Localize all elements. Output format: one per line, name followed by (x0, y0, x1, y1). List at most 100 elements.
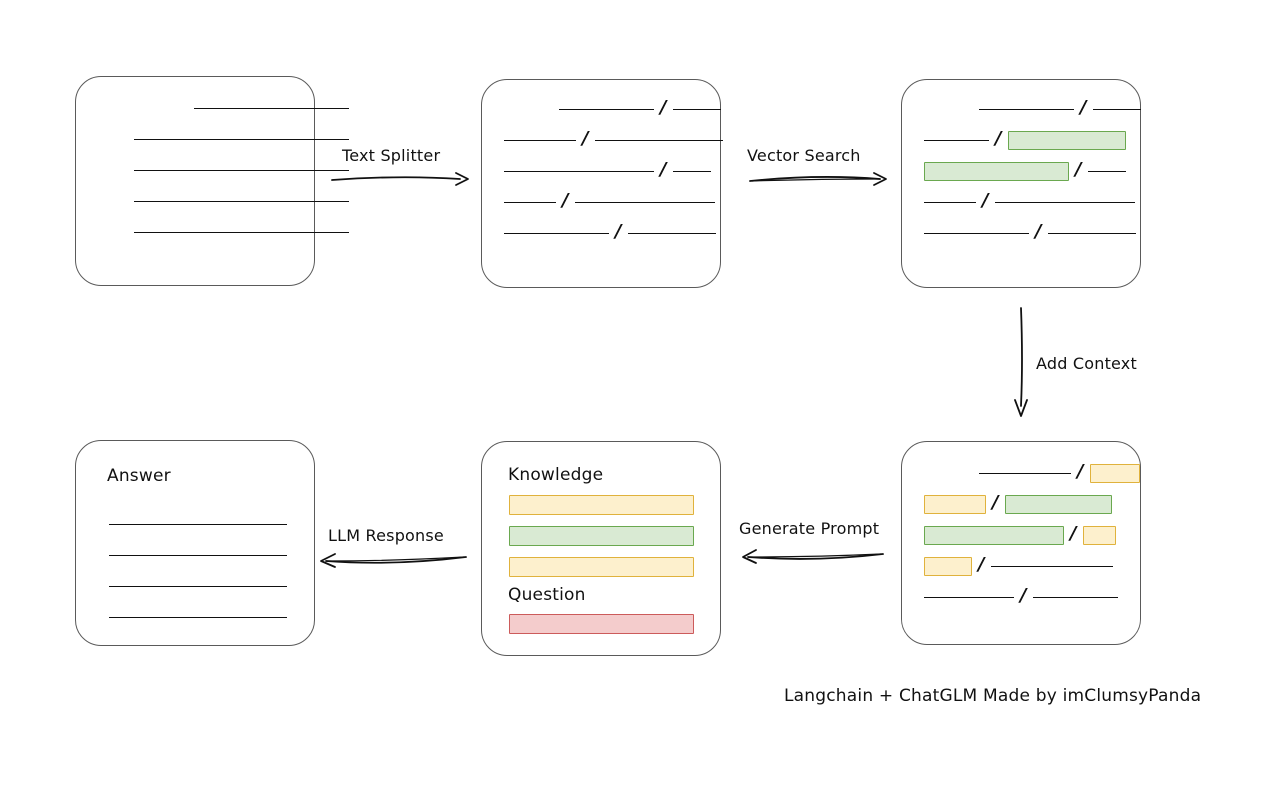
text-line-segment (594, 139, 723, 141)
chunk-separator-slash: / (978, 554, 985, 575)
knowledge-bar-2 (509, 526, 694, 546)
footer-caption: Langchain + ChatGLM Made by imClumsyPand… (784, 686, 1202, 706)
text-line: / (924, 585, 1118, 606)
arrow-llm-response (320, 553, 467, 568)
text-line: / (979, 461, 1140, 483)
highlighted-chunk-green (924, 161, 1069, 181)
text-line (134, 192, 349, 210)
text-line: / (504, 159, 711, 180)
arrow-label-llm-response: LLM Response (328, 526, 444, 545)
text-line: / (924, 492, 1112, 514)
text-line (109, 546, 287, 564)
chunk-separator-slash: / (1080, 97, 1087, 118)
question-bar-1 (509, 614, 694, 634)
text-line-segment (979, 472, 1071, 474)
knowledge-bar-1 (509, 495, 694, 515)
knowledge-heading: Knowledge (508, 465, 604, 485)
text-line (134, 223, 349, 241)
chunk-separator-slash: / (582, 128, 589, 149)
text-line-segment (1092, 108, 1141, 110)
chunk-separator-slash: / (992, 492, 999, 513)
arrow-label-generate-prompt: Generate Prompt (739, 519, 880, 538)
card-vector-matches[interactable]: / / / / / (901, 79, 1141, 288)
text-line-segment (109, 585, 287, 587)
text-line-segment (627, 232, 716, 234)
text-line-segment (672, 170, 711, 172)
text-line-segment (994, 201, 1135, 203)
chunk-separator-slash: / (1075, 159, 1082, 180)
text-line-segment (559, 108, 654, 110)
text-line-segment (924, 232, 1029, 234)
document-lines-matches: / / / / / (902, 80, 1141, 287)
chunk-separator-slash: / (1077, 461, 1084, 482)
text-line-segment (109, 554, 287, 556)
card-context-chunks[interactable]: / / / / / (901, 441, 1141, 645)
text-line: / (924, 523, 1116, 545)
text-line-segment (504, 139, 576, 141)
text-line-segment (134, 231, 349, 233)
text-line: / (924, 159, 1126, 181)
text-line-segment (504, 170, 654, 172)
text-line-segment (109, 523, 287, 525)
chunk-separator-slash: / (982, 190, 989, 211)
answer-heading: Answer (107, 466, 171, 486)
highlighted-chunk-yellow (924, 556, 972, 576)
text-line: / (924, 190, 1135, 211)
text-line: / (504, 190, 715, 211)
text-line-segment (979, 108, 1074, 110)
document-lines-answer (76, 441, 314, 645)
text-line: / (924, 128, 1126, 150)
text-line-segment (504, 232, 609, 234)
highlighted-chunk-green (1007, 130, 1126, 150)
card-source-document[interactable] (75, 76, 349, 286)
text-line-segment (109, 616, 287, 618)
card-prompt[interactable]: Knowledge Question (481, 441, 721, 656)
highlighted-chunk-green (924, 525, 1064, 545)
text-line (109, 608, 287, 626)
card-split-chunks[interactable]: / / / / / (481, 79, 723, 288)
text-line-segment (134, 138, 349, 140)
arrow-generate-prompt (742, 549, 884, 564)
chunk-separator-slash: / (1035, 221, 1042, 242)
highlighted-chunk-yellow (924, 494, 986, 514)
chunk-separator-slash: / (615, 221, 622, 242)
card-answer[interactable]: Answer (75, 440, 315, 646)
arrow-vector-search (749, 172, 887, 186)
text-line-segment (672, 108, 721, 110)
text-line-segment (924, 139, 989, 141)
text-line (134, 161, 349, 179)
text-line-segment (924, 201, 976, 203)
text-line-segment (1047, 232, 1136, 234)
text-line-segment (134, 169, 349, 171)
document-lines-split: / / / / / (482, 80, 723, 287)
text-line (109, 515, 287, 533)
chunk-separator-slash: / (1020, 585, 1027, 606)
text-line (194, 99, 349, 117)
text-line (134, 130, 349, 148)
text-line: / (504, 128, 723, 149)
text-line-segment (1032, 596, 1118, 598)
chunk-separator-slash: / (660, 159, 667, 180)
text-line-segment (1087, 170, 1126, 172)
text-line: / (559, 99, 721, 118)
text-line-segment (504, 201, 556, 203)
text-line-segment (194, 107, 349, 109)
question-heading: Question (508, 585, 586, 605)
chunk-separator-slash: / (995, 128, 1002, 149)
highlighted-chunk-yellow (1089, 463, 1140, 483)
arrow-label-text-splitter: Text Splitter (342, 146, 441, 165)
document-lines-source (76, 77, 349, 285)
chunk-separator-slash: / (1070, 523, 1077, 544)
text-line: / (924, 554, 1113, 576)
highlighted-chunk-green (1004, 494, 1112, 514)
text-line: / (924, 221, 1136, 242)
text-line-segment (134, 200, 349, 202)
chunk-separator-slash: / (562, 190, 569, 211)
text-line-segment (990, 565, 1113, 567)
text-line: / (504, 221, 716, 242)
document-lines-context: / / / / / (902, 442, 1140, 644)
text-line: / (979, 97, 1141, 118)
arrow-add-context (1014, 307, 1028, 417)
text-line-segment (574, 201, 715, 203)
